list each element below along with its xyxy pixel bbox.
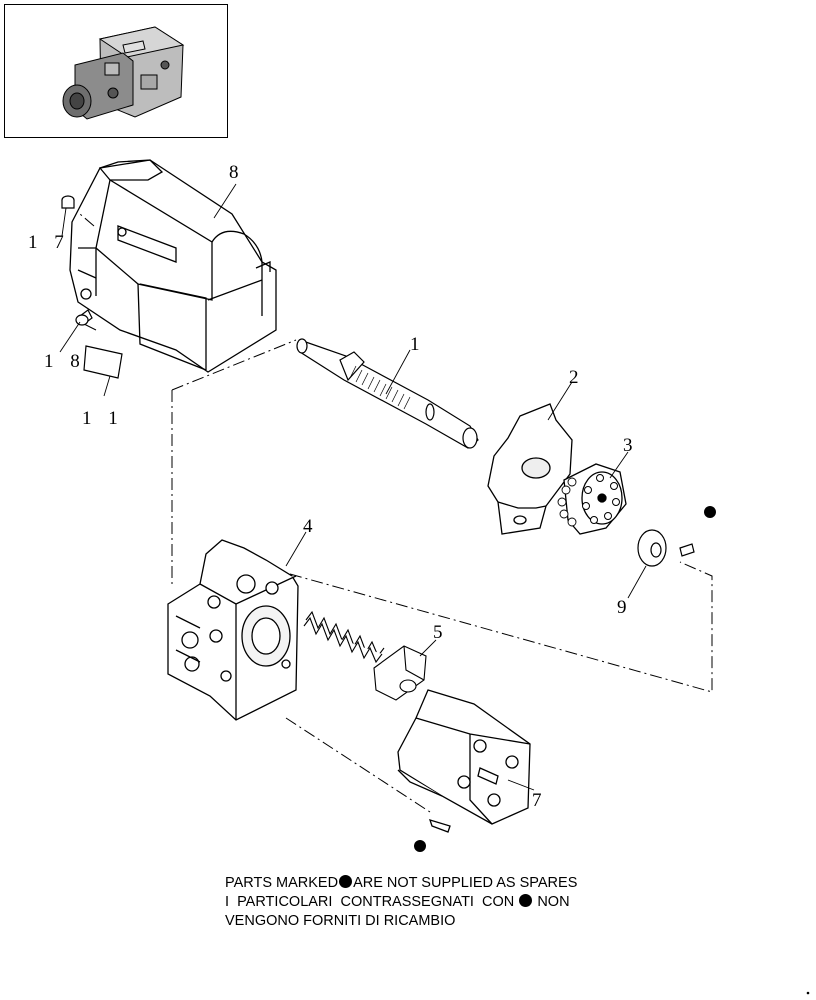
port-block-part (167, 539, 299, 721)
note-line1-start: PARTS MARKED (225, 875, 339, 891)
callout-8: 8 (229, 162, 245, 183)
note-line2-end: NON (537, 894, 570, 910)
callout-1: 1 (410, 334, 426, 355)
end-cover-part (397, 689, 531, 833)
drive-shaft-part (296, 338, 479, 449)
callout-18: 1 8 (44, 351, 86, 372)
cylinder-block-part (557, 463, 627, 535)
pump-housing-part (69, 159, 277, 373)
retainer-plate-part (637, 529, 695, 567)
leader-lines (59, 183, 647, 791)
assembly-guide-lines (79, 213, 713, 813)
note-line2-start: I PARTICOLARI CONTRASSEGNATI CON (225, 894, 515, 910)
plug-parts (61, 195, 123, 379)
callout-2: 2 (569, 367, 585, 388)
note-line1-end: ARE NOT SUPPLIED AS SPARES (353, 875, 578, 891)
pump-assembly-icon (62, 26, 185, 120)
note-dot-icon (519, 894, 533, 907)
not-supplied-marker (414, 840, 426, 852)
not-supplied-marker (704, 506, 716, 518)
note-line3: VENGONO FORNITI DI RICAMBIO (225, 913, 456, 929)
callout-4: 4 (303, 516, 319, 537)
callout-5: 5 (433, 622, 449, 643)
callout-9: 9 (617, 597, 633, 618)
spares-note: PARTS MARKED ARE NOT SUPPLIED AS SPARES I… (225, 874, 577, 931)
callout-7: 7 (532, 790, 548, 811)
swash-plate-part (487, 403, 573, 535)
assembly-thumbnail (4, 4, 228, 138)
callout-3: 3 (623, 435, 639, 456)
spring-valve-part (303, 610, 427, 701)
callout-11: 1 1 (82, 408, 124, 429)
note-dot-icon (339, 875, 353, 888)
page-dot (806, 991, 810, 995)
callout-17: 1 7 (28, 232, 70, 253)
